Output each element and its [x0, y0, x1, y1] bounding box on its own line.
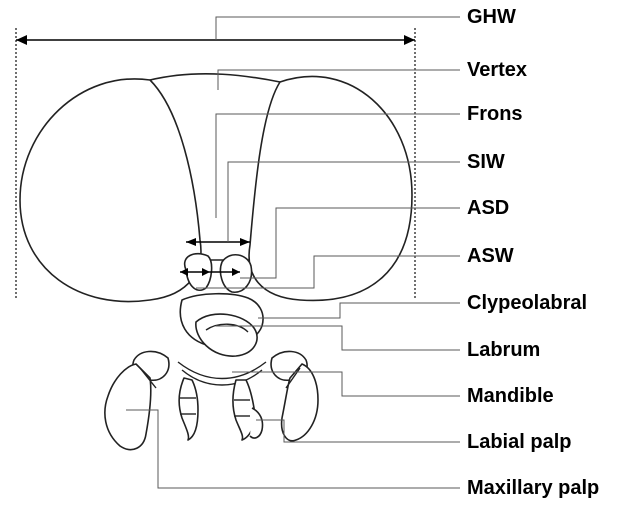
label-frons: Frons — [467, 102, 523, 126]
clypeolabral-leader — [258, 303, 460, 318]
ghw-leader — [216, 17, 460, 40]
label-labrum: Labrum — [467, 338, 540, 362]
label-labial-palp: Labial palp — [467, 430, 571, 454]
left-labial-palp — [179, 378, 198, 440]
right-maxillary-palp — [271, 351, 318, 440]
label-asw: ASW — [467, 244, 514, 268]
label-clypeolabral: Clypeolabral — [467, 291, 587, 315]
label-siw: SIW — [467, 150, 505, 174]
label-mandible: Mandible — [467, 384, 554, 408]
mandible-leader — [232, 372, 460, 396]
right-labial-palp — [233, 380, 263, 440]
label-vertex: Vertex — [467, 58, 527, 82]
label-asd: ASD — [467, 196, 509, 220]
label-ghw: GHW — [467, 5, 516, 29]
ghw-arrowhead-left — [16, 35, 27, 45]
ghw-arrowhead-right — [404, 35, 415, 45]
left-maxillary-palp — [105, 351, 169, 449]
right-compound-eye — [249, 76, 412, 300]
label-maxillary-palp: Maxillary palp — [467, 476, 599, 500]
